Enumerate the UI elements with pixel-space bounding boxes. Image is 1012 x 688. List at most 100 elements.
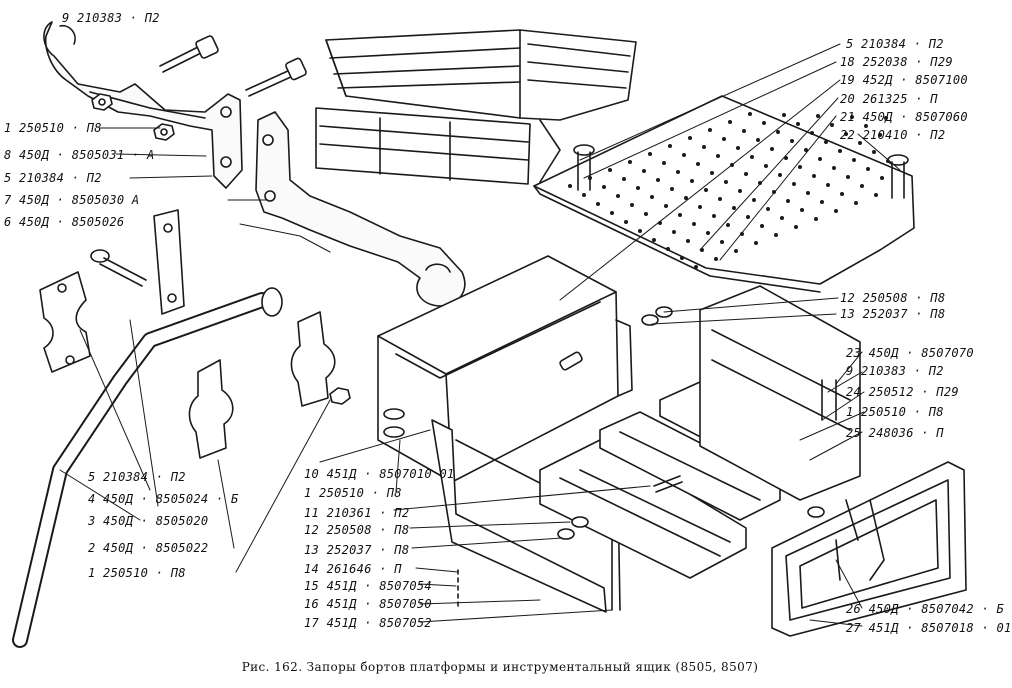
callout-15-side: 15 451Д · 8507054 (304, 579, 432, 593)
lid-perforation (675, 170, 680, 175)
lid-perforation (803, 148, 808, 153)
lid-perforation (697, 205, 702, 210)
strap-part-6 (153, 209, 185, 315)
callout-8-latch: 8 450Д · 8505031 · А (4, 148, 155, 162)
callout-7-bracket: 7 450Д · 8505030 А (4, 193, 140, 207)
lid-perforation (859, 184, 864, 189)
lid-perforation (837, 149, 842, 154)
lid-perforation (713, 257, 718, 262)
lid-perforation (765, 207, 770, 212)
lid-perforation (853, 201, 858, 206)
callout-9-bolt-r: 9 210383 · П2 (846, 364, 944, 378)
lid-perforation (877, 133, 882, 138)
lid-perforation (671, 230, 676, 235)
lid-perforation (635, 186, 640, 191)
callout-18-bolt: 18 252038 · П29 (840, 55, 953, 69)
lid-perforation (655, 178, 660, 183)
callout-1-nut-box: 1 250510 · П8 (304, 486, 402, 500)
callout-14-pin: 14 261646 · П (304, 562, 402, 576)
lid-perforation (615, 194, 620, 199)
callout-21-hinge: 21 450Д · 8507060 (840, 110, 968, 124)
lid-perforation (623, 220, 628, 225)
callout-13-washer: 13 252037 · П8 (304, 543, 410, 557)
lid-perforation (747, 111, 752, 116)
figure-caption: Рис. 162. Запоры бортов платформы и инст… (241, 660, 759, 674)
lid-perforation (789, 139, 794, 144)
lid-perforation (705, 231, 710, 236)
lid-perforation (687, 136, 692, 141)
lid-perforation (683, 196, 688, 201)
lid-perforation (737, 189, 742, 194)
lid-perforation (775, 130, 780, 135)
lid-perforation (779, 216, 784, 221)
lid-perforation (601, 185, 606, 190)
lid-perforation (701, 145, 706, 150)
lid-perforation (649, 195, 654, 200)
lid-perforation (871, 150, 876, 155)
clamp-part-4 (39, 271, 91, 373)
lid-perforation (707, 128, 712, 133)
lid-perforation (883, 115, 888, 120)
lid-perforation (667, 144, 672, 149)
lid-perforation (661, 161, 666, 166)
bolt-part-18 (573, 144, 595, 191)
lid-perforation (607, 168, 612, 173)
lid-perforation (691, 222, 696, 227)
lid-perforation (581, 193, 586, 198)
callout-11-bolt: 11 210361 · П2 (304, 506, 410, 520)
clamp-part-2 (188, 311, 351, 459)
lid-perforation (717, 197, 722, 202)
lid-perforation (793, 225, 798, 230)
lid-perforation (743, 172, 748, 177)
lid-perforation (797, 165, 802, 170)
latch-rod-part-3 (12, 287, 283, 648)
callout-13-washer-r: 13 252037 · П8 (840, 307, 946, 321)
lid-perforation (819, 200, 824, 205)
lid-perforation (749, 155, 754, 160)
lid-perforation (715, 154, 720, 159)
lid-perforation (727, 119, 732, 124)
lid-perforation (795, 121, 800, 126)
lid-perforation (839, 192, 844, 197)
lid-perforation (703, 188, 708, 193)
bolt-part-5-top (245, 57, 307, 97)
lid-perforation (879, 176, 884, 181)
lid-perforation (641, 169, 646, 174)
lid-perforation (805, 191, 810, 196)
lid-perforation (637, 229, 642, 234)
callout-1-nut-low: 1 250510 · П8 (88, 566, 186, 580)
lid-perforation (831, 166, 836, 171)
callout-6-strap: 6 450Д · 8505026 (4, 215, 125, 229)
lid-perforation (761, 120, 766, 125)
lid-perforation (857, 141, 862, 146)
callout-23-bracket: 23 450Д · 8507070 (846, 346, 974, 360)
lid-perforation (709, 171, 714, 176)
lid-perforation (753, 241, 758, 246)
truck-platform-sketch (315, 29, 637, 185)
leader-lines (59, 43, 901, 627)
callout-4-clamp: 4 450Д · 8505024 · Б (88, 492, 239, 506)
lid-perforation (781, 112, 786, 117)
lid-perforation (809, 131, 814, 136)
callout-5-bolt: 5 210384 · П2 (4, 171, 102, 185)
lid-perforation (785, 199, 790, 204)
lid-perforation (647, 152, 652, 157)
callout-1-nut-r: 1 250510 · П8 (846, 405, 944, 419)
callout-12-washer: 12 250508 · П8 (304, 523, 410, 537)
callout-3-rod: 3 450Д · 8505020 (88, 514, 209, 528)
callout-5-bolt-right: 5 210384 · П2 (846, 37, 944, 51)
lid-perforation (731, 206, 736, 211)
lid-perforation (695, 162, 700, 167)
bolt-part-22 (887, 154, 909, 199)
lid-perforation (651, 238, 656, 243)
lid-perforation (733, 249, 738, 254)
callout-25-pin: 25 248036 · П (846, 426, 944, 440)
board-part-upper (659, 285, 861, 501)
lid-perforation (783, 156, 788, 161)
lid-perforation (873, 193, 878, 198)
lid-perforation (759, 224, 764, 229)
lid-perforation (567, 184, 572, 189)
lid-perforation (843, 132, 848, 137)
callout-5-bolt-mid: 5 210384 · П2 (88, 470, 186, 484)
door-frame-part-27 (771, 461, 967, 637)
